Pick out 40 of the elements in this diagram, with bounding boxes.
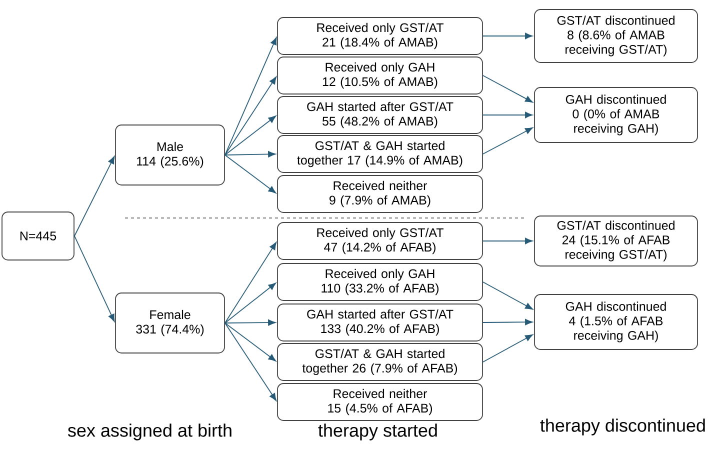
process-box: Received neither 15 (4.5% of AFAB) xyxy=(277,383,483,421)
process-box: Received only GAH 110 (33.2% of AFAB) xyxy=(277,263,483,301)
process-box: GST/AT & GAH started together 17 (14.9% of AMAB) xyxy=(277,135,483,173)
arrow xyxy=(224,154,276,194)
column-label: sex assigned at birth xyxy=(68,424,232,440)
process-box: GAH discontinued 4 (1.5% of AFAB receiving GAH) xyxy=(534,294,698,350)
arrow xyxy=(224,242,277,324)
arrow xyxy=(224,322,277,401)
process-box: GAH discontinued 0 (0% of AMAB receiving GAH) xyxy=(534,87,698,143)
arrow xyxy=(224,116,276,156)
arrow xyxy=(482,32,533,40)
process-box: Female 331 (74.4%) xyxy=(115,292,225,354)
arrow xyxy=(74,236,115,322)
process-box: GAH started after GST/AT 55 (48.2% of AMAB) xyxy=(277,96,483,134)
arrow xyxy=(482,282,533,310)
column-label: therapy discontinued xyxy=(540,418,705,436)
arrow xyxy=(482,318,533,326)
process-box: Received only GST/AT 47 (14.2% of AFAB) xyxy=(277,222,483,260)
process-box: GST/AT discontinued 8 (8.6% of AMAB receiving GST/AT) xyxy=(534,9,698,63)
arrow xyxy=(482,334,533,362)
arrow xyxy=(224,319,276,326)
arrow xyxy=(74,156,115,236)
arrow xyxy=(224,282,276,324)
process-box: GAH started after GST/AT 133 (40.2% of AFAB) xyxy=(277,304,483,342)
arrow xyxy=(224,76,277,156)
arrow xyxy=(224,151,276,158)
process-box: Received only GAH 12 (10.5% of AMAB) xyxy=(277,56,483,94)
arrow xyxy=(482,127,533,154)
process-box: Male 114 (25.6%) xyxy=(115,124,225,186)
arrow xyxy=(482,238,533,244)
arrow xyxy=(224,37,277,156)
process-box: Received neither 9 (7.9% of AMAB) xyxy=(277,175,483,213)
process-box: Received only GST/AT 21 (18.4% of AMAB) xyxy=(277,17,483,55)
process-box: GST/AT & GAH started together 26 (7.9% of AFAB) xyxy=(277,343,483,381)
arrow xyxy=(224,322,276,362)
arrow xyxy=(482,75,533,103)
arrow xyxy=(482,112,533,118)
column-label: therapy started xyxy=(318,424,437,440)
process-box: N=445 xyxy=(2,212,74,260)
process-box: GST/AT discontinued 24 (15.1% of AFAB receiving GST/AT) xyxy=(534,216,698,266)
